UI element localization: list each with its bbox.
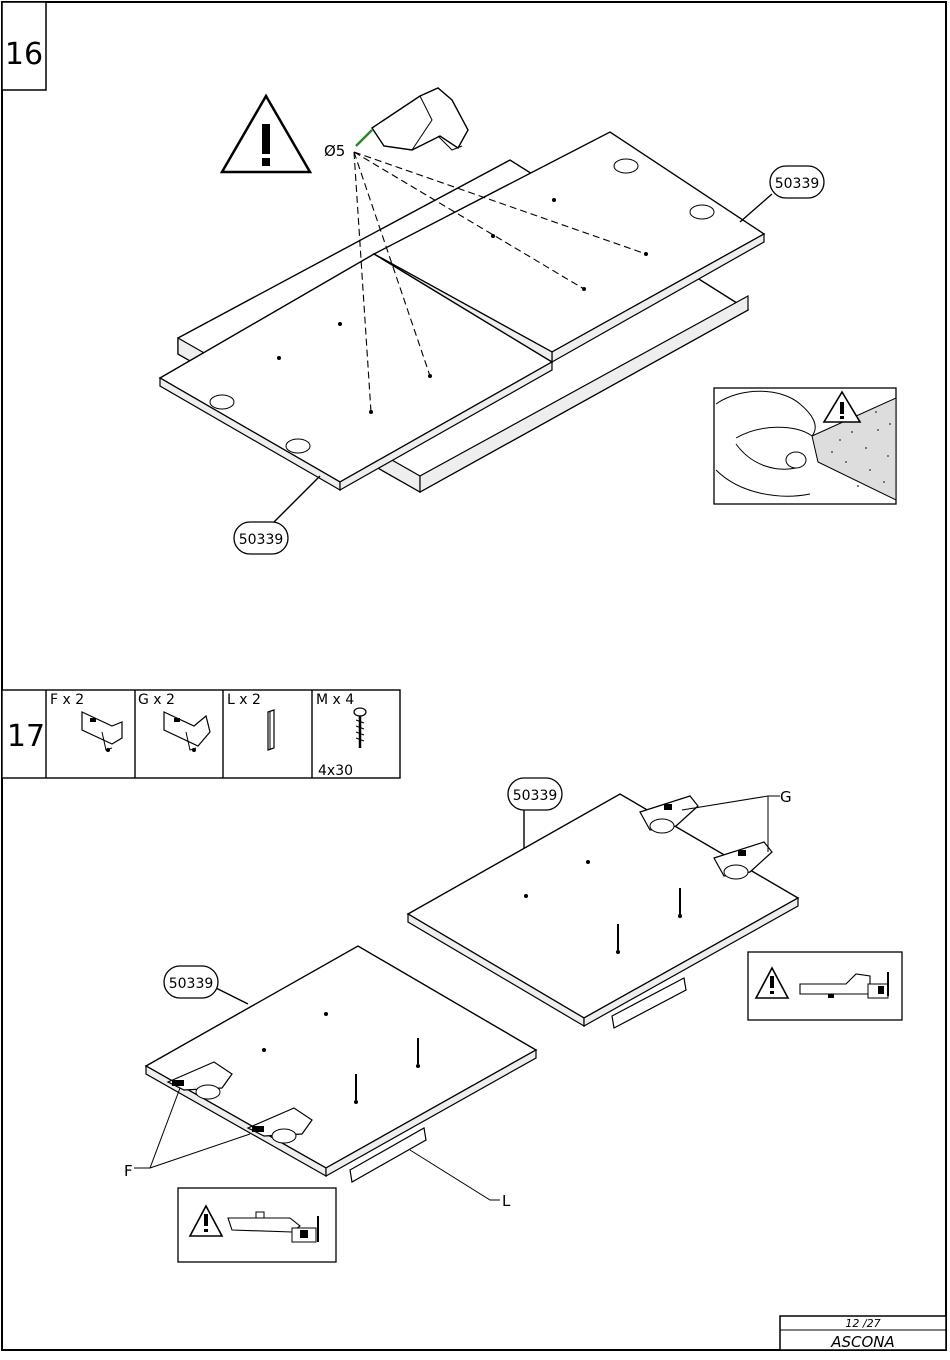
callout-f: F	[124, 1162, 133, 1180]
footer-box	[779, 1315, 947, 1351]
step-17: 17 F x 2 G x 2 L x 2 M x 4 4x30	[1, 689, 903, 1263]
footer: 12 /27 ASCONA	[779, 1315, 947, 1351]
part-callout-right	[507, 777, 563, 811]
part-callout-top-label: 50339	[775, 176, 820, 192]
part-callout-left	[163, 965, 219, 999]
callout-g: G	[780, 788, 792, 806]
part-g-label: G x 2	[138, 692, 175, 708]
screw-icon	[353, 707, 367, 748]
hinge-warning-inset-left	[177, 1187, 337, 1263]
panel-bottom-left	[158, 253, 554, 492]
panel-left	[144, 945, 538, 1183]
panel-right	[406, 793, 800, 1029]
hinge-icon	[81, 711, 123, 752]
part-callout-bottom	[233, 521, 289, 555]
part-callout-left-label: 50339	[169, 976, 214, 992]
step-16: 16 Ø5	[1, 1, 897, 555]
part-m-size: 4x30	[318, 763, 353, 779]
hinge-g-bottom	[713, 841, 773, 880]
handling-warning-inset	[713, 387, 897, 505]
part-f-label: F x 2	[50, 692, 84, 708]
warning-icon	[754, 966, 790, 999]
page-number: 12 /27	[845, 1317, 880, 1330]
drill-icon	[355, 87, 469, 151]
step-16-number: 16	[5, 37, 43, 72]
part-m-label: M x 4	[316, 692, 354, 708]
warning-icon	[219, 93, 313, 174]
hinge-icon	[163, 711, 211, 752]
part-callout-bottom-label: 50339	[239, 532, 284, 548]
hinge-warning-inset-right	[747, 951, 903, 1021]
drill-guides	[353, 151, 647, 413]
hinge-f-bottom	[246, 1107, 313, 1144]
part-l-label: L x 2	[227, 692, 261, 708]
drill-size-label: Ø5	[324, 142, 345, 160]
parts-table	[1, 689, 401, 779]
strip-icon	[267, 709, 275, 751]
warning-icon	[188, 1204, 224, 1237]
product-name: ASCONA	[830, 1333, 895, 1351]
hinge-f-top	[166, 1061, 233, 1100]
step-16-box	[1, 1, 47, 91]
warning-icon	[822, 390, 862, 423]
hinge-g-top	[639, 795, 699, 834]
part-callout-right-label: 50339	[513, 788, 558, 804]
part-callout-top	[769, 165, 825, 199]
callout-l: L	[502, 1192, 511, 1210]
step-17-number: 17	[7, 719, 45, 754]
